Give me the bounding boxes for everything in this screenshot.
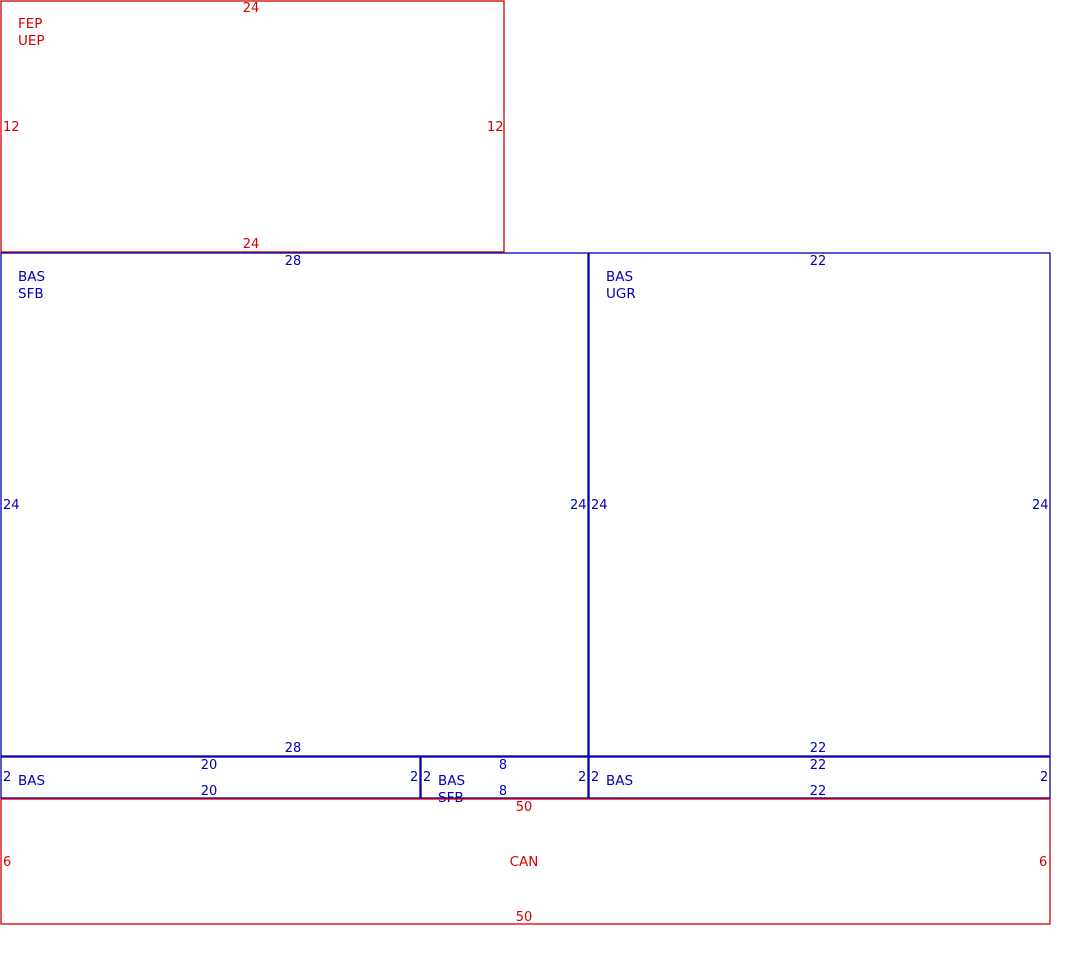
dimension-bottom: 8 xyxy=(499,784,507,799)
dimension-right: 6 xyxy=(1039,855,1047,870)
room-outline xyxy=(0,798,1051,925)
room-label: BAS xyxy=(18,773,45,789)
dimension-top: 22 xyxy=(810,254,827,269)
room-label: SFB xyxy=(18,286,44,302)
dimension-left: 24 xyxy=(591,498,608,513)
dimension-right: 2 xyxy=(578,770,586,785)
dimension-top: 8 xyxy=(499,758,507,773)
room-outline xyxy=(0,0,505,253)
room-label: SFB xyxy=(438,790,464,806)
room-label: BAS xyxy=(606,269,633,285)
dimension-left: 12 xyxy=(3,120,20,135)
room-label: BAS xyxy=(606,773,633,789)
dimension-right: 24 xyxy=(570,498,587,513)
room-outline xyxy=(0,252,589,757)
dimension-left: 6 xyxy=(3,855,11,870)
dimension-bottom: 28 xyxy=(285,741,302,756)
room-bas-strip-left: BAS 20 20 2 2 xyxy=(0,756,421,799)
room-outline xyxy=(588,756,1051,799)
dimension-bottom: 22 xyxy=(810,741,827,756)
dimension-top: 28 xyxy=(285,254,302,269)
room-label: UEP xyxy=(18,33,45,49)
room-label: UGR xyxy=(606,286,636,302)
dimension-right: 2 xyxy=(1040,770,1048,785)
dimension-top: 24 xyxy=(243,1,260,16)
dimension-left: 2 xyxy=(423,770,431,785)
room-label: BAS xyxy=(438,773,465,789)
dimension-bottom: 20 xyxy=(201,784,218,799)
room-outline xyxy=(0,756,421,799)
dimension-right: 2 xyxy=(410,770,418,785)
dimension-right: 24 xyxy=(1032,498,1049,513)
room-label: FEP xyxy=(18,16,42,32)
dimension-top: 22 xyxy=(810,758,827,773)
room-label: CAN xyxy=(510,854,539,870)
dimension-left: 2 xyxy=(3,770,11,785)
room-outline xyxy=(588,252,1051,757)
dimension-right: 12 xyxy=(487,120,504,135)
dimension-bottom: 22 xyxy=(810,784,827,799)
dimension-top: 20 xyxy=(201,758,218,773)
dimension-bottom: 24 xyxy=(243,237,260,252)
dimension-left: 2 xyxy=(591,770,599,785)
dimension-top: 50 xyxy=(516,800,533,815)
room-outline xyxy=(420,756,589,799)
room-label: BAS xyxy=(18,269,45,285)
room-can: CAN 50 50 6 6 xyxy=(0,798,1051,925)
dimension-bottom: 50 xyxy=(516,910,533,925)
dimension-left: 24 xyxy=(3,498,20,513)
